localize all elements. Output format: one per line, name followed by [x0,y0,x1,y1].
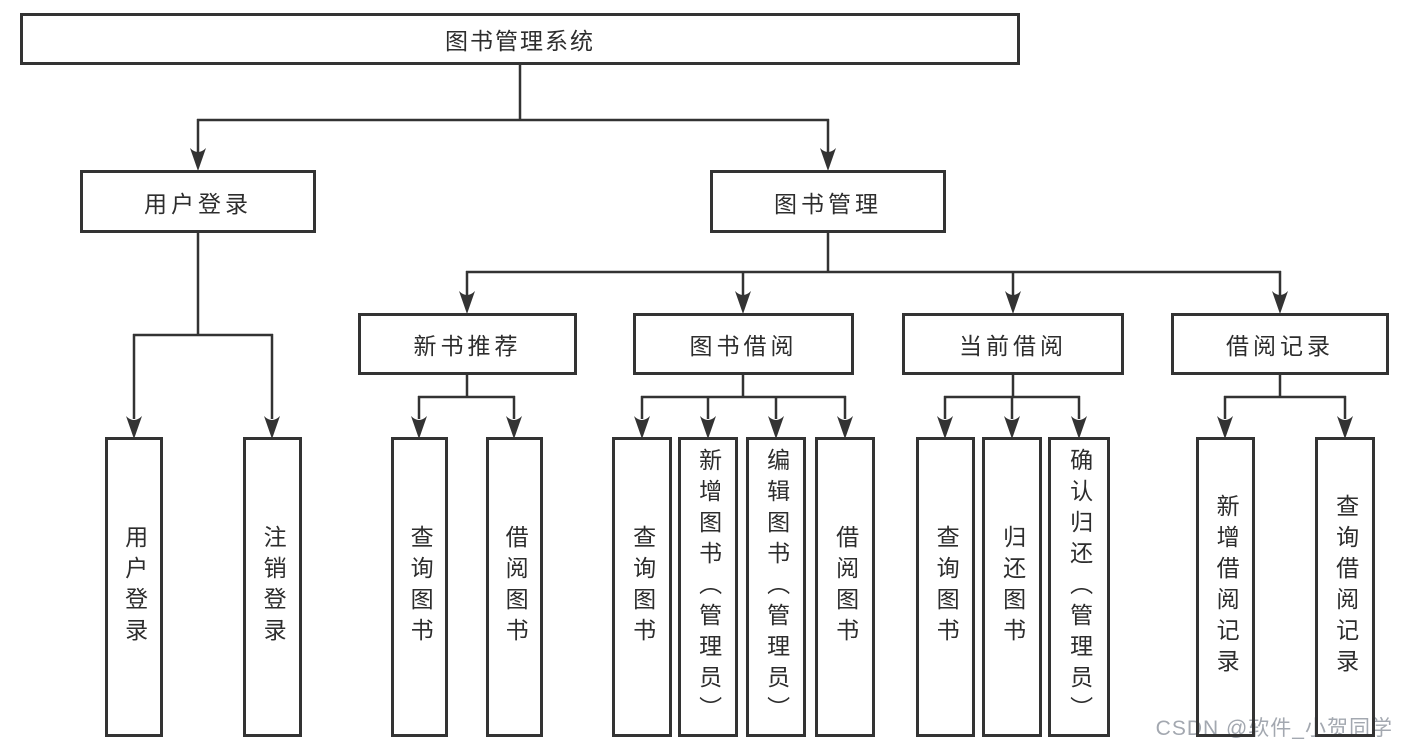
leaf-user-login: 用户登录 [105,437,163,737]
node-label: 当前借阅 [959,333,1067,359]
node-label: 借阅图书 [832,525,859,649]
node-label: 图书管理系统 [445,28,595,54]
node-label: 图书管理 [774,190,882,217]
node-user-login-branch: 用户登录 [80,170,316,233]
node-label: 编辑图书（管理员） [763,447,790,727]
node-label: 借阅图书 [502,525,529,649]
leaf-borrow-books: 借阅图书 [815,437,875,737]
leaf-borrow-books-recommend: 借阅图书 [486,437,543,737]
node-borrowing-records: 借阅记录 [1171,313,1389,375]
node-label: 新书推荐 [413,333,522,359]
leaf-add-books-admin: 新增图书（管理员） [678,437,738,737]
leaf-confirm-return-admin: 确认归还（管理员） [1048,437,1110,737]
node-label: 图书借阅 [689,333,798,359]
node-label: 查询图书 [407,525,434,649]
leaf-query-books-recommend: 查询图书 [391,437,448,737]
node-current-borrowing: 当前借阅 [902,313,1124,375]
node-label: 归还图书 [999,525,1026,649]
node-new-book-recommend: 新书推荐 [358,313,577,375]
node-book-borrowing: 图书借阅 [633,313,854,375]
node-label: 查询图书 [629,525,656,649]
node-library-system: 图书管理系统 [20,13,1020,65]
node-label: 借阅记录 [1226,333,1334,359]
node-label: 注销登录 [260,525,287,649]
node-label: 新增图书（管理员） [695,447,722,727]
node-label: 查询图书 [933,525,960,649]
leaf-query-books-borrowing: 查询图书 [612,437,672,737]
node-label: 新增借阅记录 [1213,494,1240,680]
node-label: 用户登录 [144,190,252,217]
leaf-edit-books-admin: 编辑图书（管理员） [746,437,806,737]
node-label: 确认归还（管理员） [1066,447,1093,727]
leaf-return-books: 归还图书 [982,437,1042,737]
leaf-query-borrow-record: 查询借阅记录 [1315,437,1375,737]
leaf-logout: 注销登录 [243,437,302,737]
leaf-add-borrow-record: 新增借阅记录 [1196,437,1255,737]
node-book-management: 图书管理 [710,170,946,233]
leaf-query-books-current: 查询图书 [916,437,975,737]
node-label: 用户登录 [121,525,148,649]
node-label: 查询借阅记录 [1332,494,1359,680]
